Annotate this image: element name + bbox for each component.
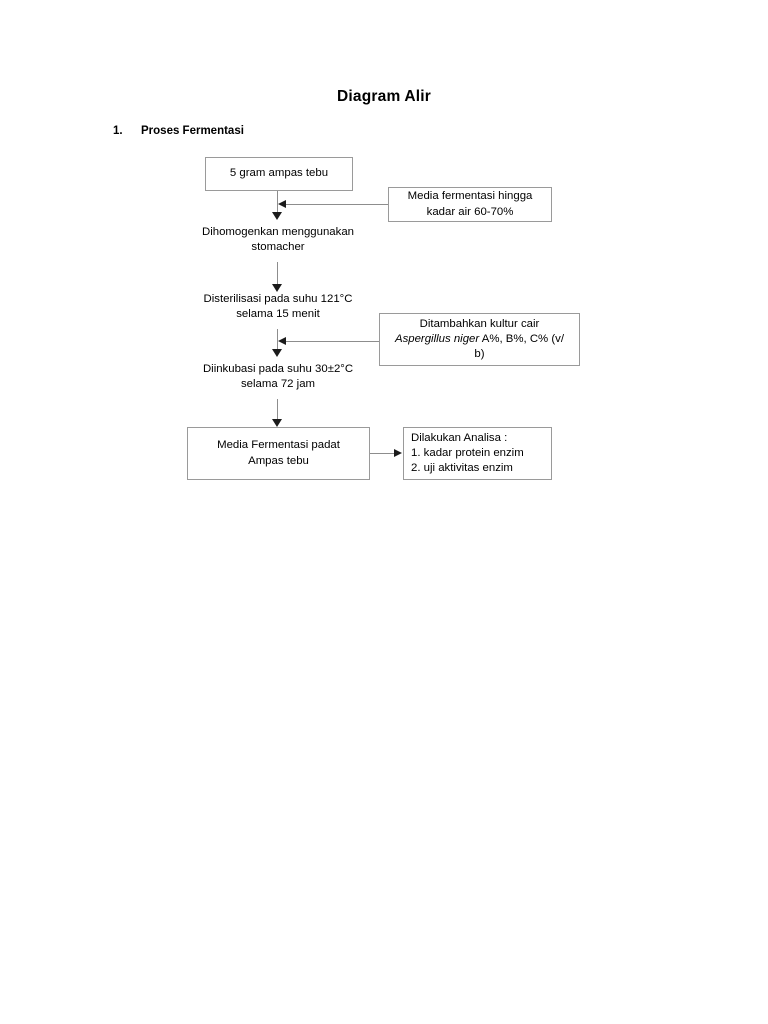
flow-node-label-line1: Diinkubasi pada suhu 30±2°C bbox=[202, 363, 354, 375]
page-title: Diagram Alir bbox=[337, 88, 431, 105]
flow-node-label: Media Fermentasi padat Ampas tebu bbox=[194, 438, 363, 468]
connector-n1-to-junction1 bbox=[277, 191, 278, 205]
arrow-left-icon-junction1 bbox=[278, 200, 286, 208]
flow-node-sterilization: Disterilisasi pada suhu 121°C selama 15 … bbox=[173, 292, 383, 322]
flow-node-label-line2: Aspergillus niger A%, B%, C% (v/ bbox=[386, 332, 573, 347]
flow-node-homogenization: Dihomogenkan menggunakan stomacher bbox=[173, 225, 383, 255]
species-concentrations: A%, B%, C% (v/ bbox=[479, 332, 565, 345]
flow-node-inoculum: Ditambahkan kultur cair Aspergillus nige… bbox=[379, 313, 580, 366]
arrow-down-icon-to-n6 bbox=[272, 349, 282, 357]
flow-node-label: 5 gram ampas tebu bbox=[229, 167, 329, 180]
flow-node-media-fermentasi: Media fermentasi hingga kadar air 60-70% bbox=[388, 187, 552, 222]
connector-n4-to-junction2 bbox=[277, 329, 278, 343]
connector-n2-to-junction1 bbox=[286, 204, 388, 205]
flow-node-label-line1: Dilakukan Analisa : bbox=[411, 431, 508, 444]
flow-node-label-line2: kadar air 60-70% bbox=[426, 205, 514, 218]
flow-node-analysis: Dilakukan Analisa : 1. kadar protein enz… bbox=[403, 427, 552, 480]
flow-node-label: Dilakukan Analisa : 1. kadar protein enz… bbox=[411, 431, 545, 476]
flow-node-label-line1: Media fermentasi hingga bbox=[407, 190, 533, 203]
flow-node-label-line1: Ditambahkan kultur cair bbox=[419, 317, 540, 330]
connector-n5-to-junction2 bbox=[286, 341, 379, 342]
flow-node-label-line2: 1. kadar protein enzim bbox=[411, 446, 524, 459]
arrow-left-icon-junction2 bbox=[278, 337, 286, 345]
flow-node-product: Media Fermentasi padat Ampas tebu bbox=[187, 427, 370, 480]
flow-node-label: Media fermentasi hingga kadar air 60-70% bbox=[395, 189, 545, 219]
connector-n3-to-n4 bbox=[277, 262, 278, 286]
flow-node-label: Ditambahkan kultur cair Aspergillus nige… bbox=[386, 317, 573, 362]
connector-junction2-to-n6 bbox=[277, 341, 278, 351]
section-heading-label: Proses Fermentasi bbox=[141, 125, 244, 137]
connector-n6-to-n7 bbox=[277, 399, 278, 421]
flow-node-label-line3: b) bbox=[474, 348, 485, 361]
section-number: 1. bbox=[113, 125, 123, 137]
flow-node-start-material: 5 gram ampas tebu bbox=[205, 157, 353, 191]
flow-node-incubation: Diinkubasi pada suhu 30±2°C selama 72 ja… bbox=[173, 362, 383, 392]
flow-node-label-line2: stomacher bbox=[251, 241, 305, 254]
flow-node-label-line2: Ampas tebu bbox=[248, 454, 309, 467]
arrow-down-icon-to-n4 bbox=[272, 284, 282, 292]
flow-node-label-line2: selama 15 menit bbox=[236, 308, 320, 321]
flow-node-label-line1: Disterilisasi pada suhu 121°C bbox=[203, 293, 353, 305]
section-heading: 1. Proses Fermentasi bbox=[113, 125, 244, 137]
flow-node-label-line2: selama 72 jam bbox=[240, 378, 316, 391]
species-name: Aspergillus niger bbox=[394, 332, 480, 345]
arrow-down-icon-to-n3 bbox=[272, 212, 282, 220]
arrow-right-icon-to-n8 bbox=[394, 449, 402, 457]
connector-n7-to-n8 bbox=[370, 453, 395, 454]
flow-node-label-line1: Dihomogenkan menggunakan bbox=[202, 226, 354, 238]
flow-node-label-line1: Media Fermentasi padat bbox=[217, 439, 340, 452]
flow-node-label-line3: 2. uji aktivitas enzim bbox=[411, 462, 513, 475]
connector-junction1-to-n3 bbox=[277, 204, 278, 214]
arrow-down-icon-to-n7 bbox=[272, 419, 282, 427]
